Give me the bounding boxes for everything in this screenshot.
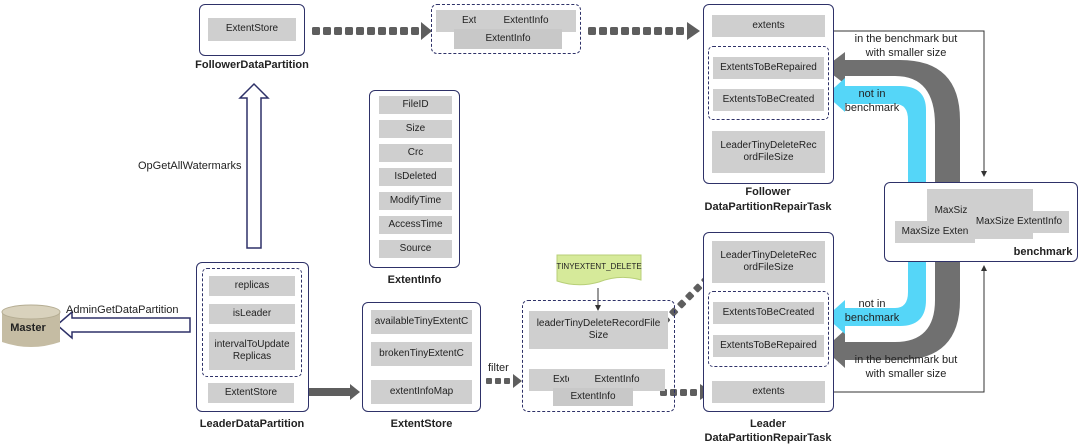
- follower-repair-subgroup: ExtentsToBeRepaired ExtentsToBeCreated: [708, 46, 829, 120]
- benchmark-item-1: MaxSiz: [927, 201, 975, 221]
- extent-info-title: ExtentInfo: [387, 274, 442, 286]
- field-fileid: FileID: [379, 96, 452, 114]
- follower-repair-task[interactable]: extents ExtentsToBeRepaired ExtentsToBeC…: [703, 4, 834, 184]
- leader-repair-task[interactable]: LeaderTinyDeleteRec ordFileSize ExtentsT…: [703, 232, 834, 412]
- follower-repair-title-line2: DataPartitionRepairTask: [704, 201, 832, 213]
- tinyextent-delete-note-shape: [556, 254, 642, 286]
- extent-info-stack-2: ExtentInfo: [476, 10, 576, 32]
- line-benchmark-to-top-extents: [830, 30, 987, 177]
- master-cylinder[interactable]: [0, 302, 62, 352]
- annotation-top-smaller-2: with smaller size: [865, 47, 947, 59]
- follower-extents-to-be-repaired[interactable]: ExtentsToBeRepaired: [713, 57, 824, 79]
- leader-partition-fields: replicas isLeader intervalToUpdate Repli…: [202, 268, 302, 377]
- follower-tiny-delete-record-field[interactable]: LeaderTinyDeleteRec ordFileSize: [712, 131, 825, 173]
- follower-extents-field[interactable]: extents: [712, 15, 825, 37]
- follower-data-partition-title: FollowerDataPartition: [195, 59, 309, 71]
- extent-info-stack-3: ExtentInfo: [454, 29, 562, 49]
- double-arrow-extent-stores: [296, 384, 360, 400]
- field-modifytime: ModifyTime: [379, 192, 452, 210]
- leader-extent-info-stack-2: ExtentInfo: [569, 369, 665, 391]
- follower-extents-to-be-created[interactable]: ExtentsToBeCreated: [713, 89, 824, 111]
- cyan-curve-arrow-bottom: [826, 262, 926, 334]
- leader-tiny-delete-record-field[interactable]: leaderTinyDeleteRecordFile Size: [529, 311, 668, 349]
- annotation-bottom-not-in-2: benchmark: [844, 312, 900, 324]
- follower-repair-title-line1: Follower: [745, 186, 791, 198]
- dotted-arrow-info-to-extents: [588, 22, 700, 40]
- annotation-bottom-smaller-1: in the benchmark but: [854, 354, 958, 366]
- annotation-top-not-in-2: benchmark: [844, 102, 900, 114]
- replicas-field[interactable]: replicas: [209, 276, 295, 296]
- annotation-top-not-in-1: not in: [858, 88, 886, 100]
- field-size: Size: [379, 120, 452, 138]
- leader-extents-to-be-created[interactable]: ExtentsToBeCreated: [713, 302, 824, 324]
- benchmark-title: benchmark: [1013, 246, 1073, 258]
- extent-info-stack-1: Exten: [436, 10, 488, 32]
- tinyextent-delete-note: TINYEXTENT_DELETE: [556, 262, 642, 271]
- field-crc: Crc: [379, 144, 452, 162]
- annotation-bottom-not-in-1: not in: [858, 298, 886, 310]
- isleader-field[interactable]: isLeader: [209, 304, 295, 324]
- leader-extent-store-title: ExtentStore: [390, 418, 453, 430]
- cyan-curve-arrow-top: [826, 78, 926, 183]
- interval-to-update-replicas-field[interactable]: intervalToUpdate Replicas: [209, 332, 295, 370]
- field-accesstime: AccessTime: [379, 216, 452, 234]
- leader-repair-subgroup: ExtentsToBeCreated ExtentsToBeRepaired: [708, 291, 829, 367]
- gray-curve-arrow-top: [824, 52, 960, 183]
- leader-data-partition-title: LeaderDataPartition: [199, 418, 305, 430]
- leader-repair-title-line1: Leader: [749, 418, 787, 430]
- annotation-top-smaller-1: in the benchmark but: [854, 33, 958, 45]
- follower-extent-info-group[interactable]: Exten ExtentInfo ExtentInfo: [431, 4, 581, 54]
- leader-extent-store-panel[interactable]: availableTinyExtentC brokenTinyExtentC e…: [362, 302, 481, 412]
- hollow-arrow-op-get-watermarks: [238, 82, 270, 249]
- admin-get-label: AdminGetDataPartition: [66, 304, 179, 316]
- field-isdeleted: IsDeleted: [379, 168, 452, 186]
- leader-filtered-group[interactable]: leaderTinyDeleteRecordFile Size Exten Ex…: [522, 300, 675, 412]
- dotted-arrow-filter: [486, 374, 522, 388]
- op-get-label: OpGetAllWatermarks: [138, 160, 242, 172]
- leader-extent-info-stack-1: Exten: [529, 369, 579, 391]
- benchmark-item-2: MaxSize ExtentInfo: [969, 211, 1069, 233]
- annotation-bottom-smaller-2: with smaller size: [865, 368, 947, 380]
- available-tiny-extent-field[interactable]: availableTinyExtentC: [371, 310, 472, 334]
- leader-repair-title-line2: DataPartitionRepairTask: [704, 432, 832, 444]
- hollow-arrow-admin-get: [55, 310, 191, 340]
- line-benchmark-to-bottom-extents: [830, 265, 987, 393]
- dotted-arrow-follower-store-to-info: [312, 22, 432, 40]
- filter-label: filter: [488, 362, 509, 374]
- leader-data-partition[interactable]: replicas isLeader intervalToUpdate Repli…: [196, 262, 309, 412]
- follower-extent-store[interactable]: ExtentStore: [208, 18, 296, 41]
- master-label: Master: [10, 322, 46, 334]
- leader-extent-store[interactable]: ExtentStore: [208, 383, 294, 403]
- benchmark-panel[interactable]: MaxSiz MaxSize ExtentInfo MaxSize Exten: [884, 182, 1078, 262]
- extent-info-panel[interactable]: FileID Size Crc IsDeleted ModifyTime Acc…: [369, 90, 460, 268]
- leader-extents-field[interactable]: extents: [712, 381, 825, 403]
- extent-info-map-field[interactable]: extentInfoMap: [371, 380, 472, 404]
- follower-data-partition[interactable]: ExtentStore: [199, 4, 305, 56]
- leader-tiny-delete-field[interactable]: LeaderTinyDeleteRec ordFileSize: [712, 241, 825, 283]
- leader-extents-to-be-repaired[interactable]: ExtentsToBeRepaired: [713, 335, 824, 357]
- leader-extent-info-stack-3: ExtentInfo: [553, 388, 633, 406]
- benchmark-item-3: MaxSize Exten: [895, 221, 975, 243]
- broken-tiny-extent-field[interactable]: brokenTinyExtentC: [371, 342, 472, 366]
- field-source: Source: [379, 240, 452, 258]
